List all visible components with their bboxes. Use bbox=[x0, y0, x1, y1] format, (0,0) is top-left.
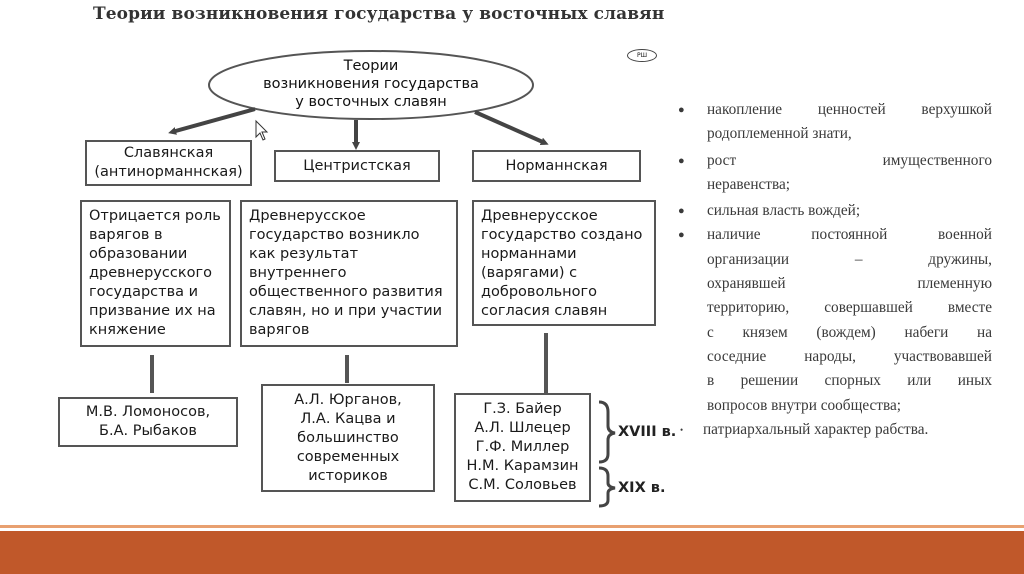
author-line: Г.З. Байер bbox=[483, 401, 562, 417]
description-line: (варягами) с bbox=[481, 265, 578, 281]
bullet-icon: • bbox=[680, 424, 684, 435]
theory-slavic-name: Славянская (антинорманнская) bbox=[85, 140, 252, 186]
brace-18th-century bbox=[598, 400, 616, 464]
bullet-icon: ● bbox=[678, 104, 685, 116]
description-line: государства и bbox=[89, 284, 199, 300]
center-ellipse bbox=[208, 50, 534, 120]
description-line: внутреннего bbox=[249, 265, 347, 281]
theory-centrist-description: Древнерусское государство возникло как р… bbox=[240, 200, 458, 347]
theory-slavic-authors: М.В. Ломоносов, Б.А. Рыбаков bbox=[58, 397, 238, 447]
description-line: государство создано bbox=[481, 227, 643, 243]
author-line: Н.М. Карамзин bbox=[466, 458, 579, 474]
theory-norman-name: Норманнская bbox=[472, 150, 641, 182]
factors-list: ● накопление ценностей верхушкой родопле… bbox=[676, 98, 992, 442]
list-item: ● наличие постоянной военной организации… bbox=[676, 223, 992, 417]
theory-name-line: Славянская bbox=[123, 145, 214, 161]
author-line: современных bbox=[296, 448, 400, 465]
description-line: призвание их на bbox=[89, 303, 216, 319]
bullet-icon: ● bbox=[678, 229, 685, 242]
description-line: Древнерусское bbox=[481, 208, 598, 224]
list-item-line: сильная власть вождей; bbox=[707, 202, 861, 220]
center-node-line: возникновения государства bbox=[263, 76, 479, 92]
author-line: большинство bbox=[297, 429, 399, 446]
badge: РШ bbox=[627, 49, 657, 62]
cursor-icon bbox=[255, 119, 269, 141]
author-line: А.Л. Юрганов, bbox=[294, 391, 402, 408]
theory-slavic-description: Отрицается роль варягов в образовании др… bbox=[80, 200, 231, 347]
description-line: варягов bbox=[249, 322, 310, 338]
century-label-18: XVIII в. bbox=[618, 424, 677, 440]
century-label-19: XIX в. bbox=[618, 480, 666, 496]
description-line: согласия славян bbox=[481, 303, 608, 319]
theory-name-line: Норманнская bbox=[505, 157, 608, 174]
description-line: варягов в bbox=[89, 227, 163, 243]
author-line: историков bbox=[308, 467, 388, 484]
description-line: добровольного bbox=[481, 284, 597, 300]
author-line: Л.А. Кацва и bbox=[300, 410, 396, 427]
list-item: ● накопление ценностей верхушкой родопле… bbox=[676, 98, 992, 147]
list-item-line: территорию, совершавшей вместе bbox=[707, 299, 992, 317]
description-line: Древнерусское bbox=[249, 208, 366, 224]
author-line: М.В. Ломоносов, bbox=[85, 404, 211, 420]
list-item-line: с князем (вождем) набеги на bbox=[707, 323, 992, 341]
description-line: славян, но и при участии bbox=[249, 303, 443, 319]
bullet-icon: ● bbox=[678, 154, 685, 167]
center-node-text: Теории возникновения государства у восто… bbox=[212, 57, 530, 111]
description-line: норманнами bbox=[481, 246, 577, 262]
list-item-line: рост имущественного bbox=[707, 151, 992, 169]
theory-norman-authors: Г.З. Байер А.Л. Шлецер Г.Ф. Миллер Н.М. … bbox=[454, 393, 591, 502]
author-line: А.Л. Шлецер bbox=[474, 420, 571, 436]
list-item-line: охранявшей племенную bbox=[707, 275, 992, 293]
author-line: Г.Ф. Миллер bbox=[475, 439, 570, 455]
theory-centrist-name: Центристская bbox=[274, 150, 440, 182]
center-node-line: у восточных славян bbox=[295, 94, 447, 110]
description-line: древнерусского bbox=[89, 265, 212, 281]
bullet-icon: ● bbox=[678, 205, 685, 218]
arrow-to-slavic bbox=[168, 107, 256, 135]
description-line: княжение bbox=[89, 322, 166, 338]
list-item-line: организации – дружины, bbox=[707, 250, 992, 268]
list-item-line: вопросов внутри сообщества; bbox=[707, 396, 902, 414]
theory-norman-description: Древнерусское государство создано норман… bbox=[472, 200, 656, 326]
list-item-line: неравенства; bbox=[707, 175, 791, 193]
description-line: как результат bbox=[249, 246, 359, 262]
list-item-line: патриархальный характер рабства. bbox=[703, 420, 929, 438]
theory-name-line: (антинорманнская) bbox=[94, 164, 243, 180]
footer-bar bbox=[0, 531, 1024, 574]
list-item: • патриархальный характер рабства. bbox=[676, 418, 992, 442]
author-line: Б.А. Рыбаков bbox=[99, 423, 197, 439]
description-line: общественного развития bbox=[249, 284, 443, 300]
list-item-line: соседние народы, участвовавшей bbox=[707, 347, 992, 365]
list-item: ● рост имущественного неравенства; bbox=[676, 149, 992, 198]
description-line: Отрицается роль bbox=[89, 208, 221, 224]
brace-19th-century bbox=[598, 466, 616, 508]
center-node-line: Теории bbox=[343, 58, 399, 74]
list-item: ● сильная власть вождей; bbox=[676, 199, 992, 223]
list-item-line: накопление ценностей верхушкой bbox=[707, 101, 992, 118]
theory-centrist-authors: А.Л. Юрганов, Л.А. Кацва и большинство с… bbox=[261, 384, 435, 492]
description-line: образовании bbox=[89, 246, 188, 262]
author-line: С.М. Соловьев bbox=[468, 477, 577, 493]
footer-accent-line bbox=[0, 525, 1024, 528]
list-item-line: в решении спорных или иных bbox=[707, 372, 992, 390]
slide-title: Теории возникновения государства у восто… bbox=[93, 4, 665, 24]
arrow-to-norman bbox=[474, 110, 549, 146]
list-item-line: наличие постоянной военной bbox=[707, 226, 992, 244]
theory-name-line: Центристская bbox=[303, 157, 411, 174]
list-item-line: родоплеменной знати, bbox=[707, 125, 852, 143]
description-line: государство возникло bbox=[249, 227, 420, 243]
